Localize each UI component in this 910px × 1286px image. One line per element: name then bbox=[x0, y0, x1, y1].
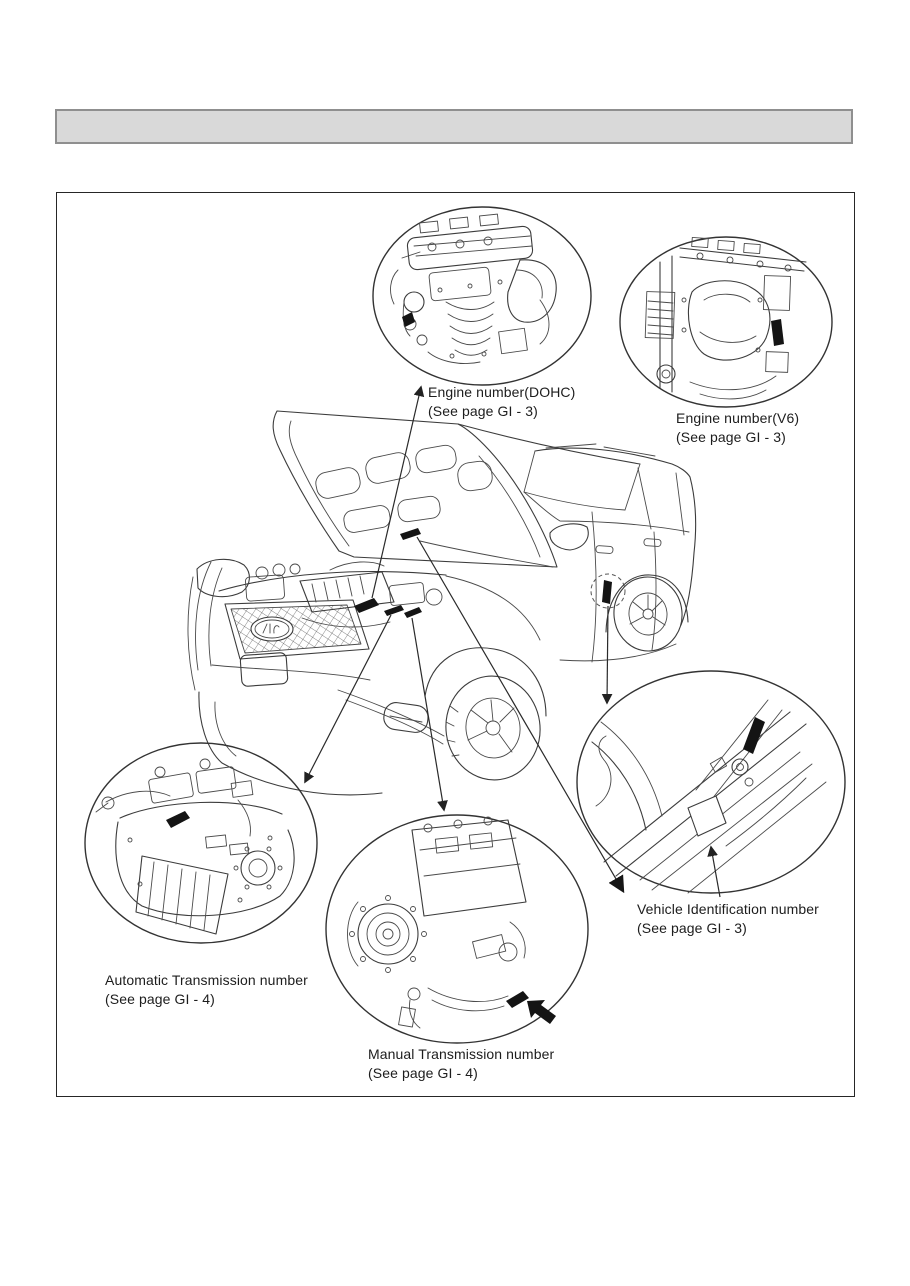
callout-engine-dohc: Engine number(DOHC) (See page GI - 3) bbox=[428, 383, 575, 421]
vin-cowl-marker bbox=[400, 528, 421, 540]
auto-transmission-inset-circle bbox=[84, 742, 318, 944]
at-number-plate-marker bbox=[166, 811, 190, 828]
arrow-engine-to-dohc-circle bbox=[371, 385, 425, 599]
roof-and-windshield bbox=[457, 423, 691, 511]
arrow-cowl-to-vin-label bbox=[416, 536, 625, 894]
callout-engine-v6-title: Engine number(V6) bbox=[676, 410, 800, 426]
engine-bay bbox=[245, 540, 554, 628]
callout-engine-dohc-title: Engine number(DOHC) bbox=[428, 384, 576, 400]
arrow-door-to-vin-circle bbox=[601, 605, 613, 705]
callout-auto-trans: Automatic Transmission number (See page … bbox=[105, 971, 308, 1009]
callout-auto-trans-ref: (See page GI - 4) bbox=[105, 991, 215, 1007]
pointer-arrows bbox=[304, 385, 721, 898]
mt-pointer-block-arrow bbox=[527, 1000, 556, 1024]
callout-engine-v6: Engine number(V6) (See page GI - 3) bbox=[676, 409, 799, 447]
mt-number-plate-marker bbox=[506, 991, 529, 1008]
callout-auto-trans-title: Automatic Transmission number bbox=[105, 972, 308, 988]
vin-pillar-label-marker bbox=[743, 717, 765, 754]
manual-trans-number-marker bbox=[404, 607, 422, 618]
manual-transmission-inset-circle bbox=[325, 814, 589, 1044]
front-wheel bbox=[424, 647, 547, 781]
rear-wheel bbox=[605, 574, 689, 652]
engine-dohc-inset-circle bbox=[372, 206, 592, 386]
vin-sill-plate bbox=[687, 795, 727, 837]
brand-logo-oval bbox=[250, 616, 294, 642]
engine-number-marker bbox=[354, 598, 379, 613]
callout-engine-dohc-ref: (See page GI - 3) bbox=[428, 403, 538, 419]
callout-manual-trans-ref: (See page GI - 4) bbox=[368, 1065, 478, 1081]
arrow-engine-bay-to-at-circle bbox=[304, 614, 392, 784]
section-header-bar bbox=[55, 109, 853, 144]
license-plate-recess bbox=[239, 652, 289, 687]
open-hood bbox=[272, 410, 558, 568]
dohc-number-pad-marker bbox=[402, 312, 415, 327]
v6-number-pad-marker bbox=[771, 319, 784, 346]
callout-manual-trans: Manual Transmission number (See page GI … bbox=[368, 1045, 554, 1083]
callout-vin: Vehicle Identification number (See page … bbox=[637, 900, 819, 938]
callout-vin-title: Vehicle Identification number bbox=[637, 901, 819, 917]
body-side bbox=[523, 467, 697, 663]
fog-lamp bbox=[383, 702, 429, 733]
vin-inset-circle bbox=[576, 670, 846, 894]
engine-v6-inset-circle bbox=[619, 236, 833, 408]
vehicle-illustration bbox=[187, 410, 697, 796]
arrow-engine-bay-to-mt-circle bbox=[411, 617, 448, 812]
front-fascia bbox=[187, 558, 541, 796]
location-markers bbox=[354, 528, 612, 618]
callout-engine-v6-ref: (See page GI - 3) bbox=[676, 429, 786, 445]
callout-manual-trans-title: Manual Transmission number bbox=[368, 1046, 555, 1062]
diagram-panel bbox=[56, 192, 855, 1097]
vin-door-location-dashed-circle bbox=[590, 573, 626, 609]
vin-door-marker bbox=[602, 580, 612, 604]
callout-vin-ref: (See page GI - 3) bbox=[637, 920, 747, 936]
auto-trans-number-marker bbox=[384, 605, 404, 616]
arrow-vin-label-to-sill-plate bbox=[707, 845, 721, 898]
